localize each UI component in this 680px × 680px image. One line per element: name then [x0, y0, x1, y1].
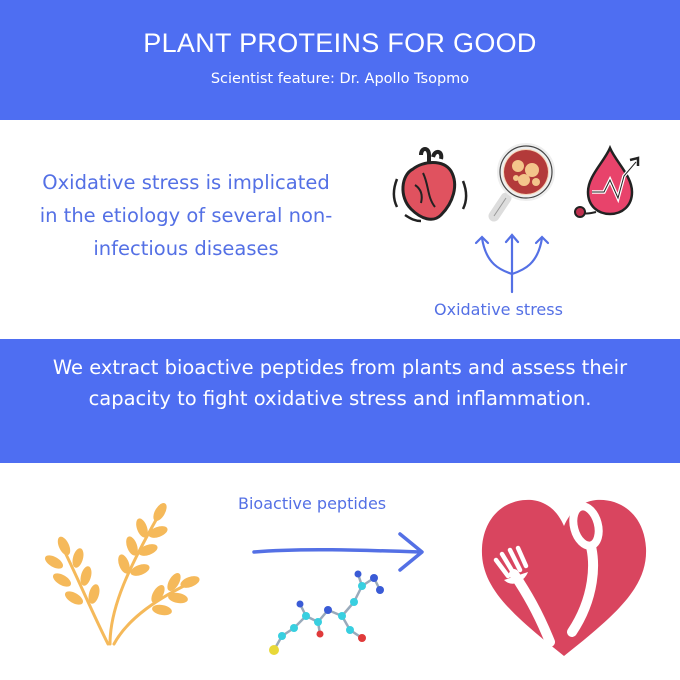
heart-organ-icon [392, 147, 468, 223]
molecule-icon [269, 570, 384, 655]
mission-statement: We extract bioactive peptides from plant… [52, 356, 628, 410]
header-band: PLANT PROTEINS FOR GOOD Scientist featur… [0, 0, 680, 120]
blood-pressure-icon [574, 144, 640, 218]
magnifier-cells-icon [488, 143, 555, 222]
arrow-right-icon [252, 532, 424, 572]
bioactive-peptides-label: Bioactive peptides [238, 494, 387, 513]
mission-band: We extract bioactive peptides from plant… [0, 339, 680, 463]
heart-fork-spoon-icon [481, 499, 647, 656]
oxidative-stress-statement: Oxidative stress is implicated in the et… [39, 171, 333, 260]
oxidative-stress-label: Oxidative stress [434, 300, 563, 319]
wheat-icon [44, 502, 200, 646]
branching-arrows-icon [474, 233, 550, 294]
page-title: PLANT PROTEINS FOR GOOD [143, 28, 537, 58]
page-subtitle: Scientist feature: Dr. Apollo Tsopmo [210, 71, 470, 87]
